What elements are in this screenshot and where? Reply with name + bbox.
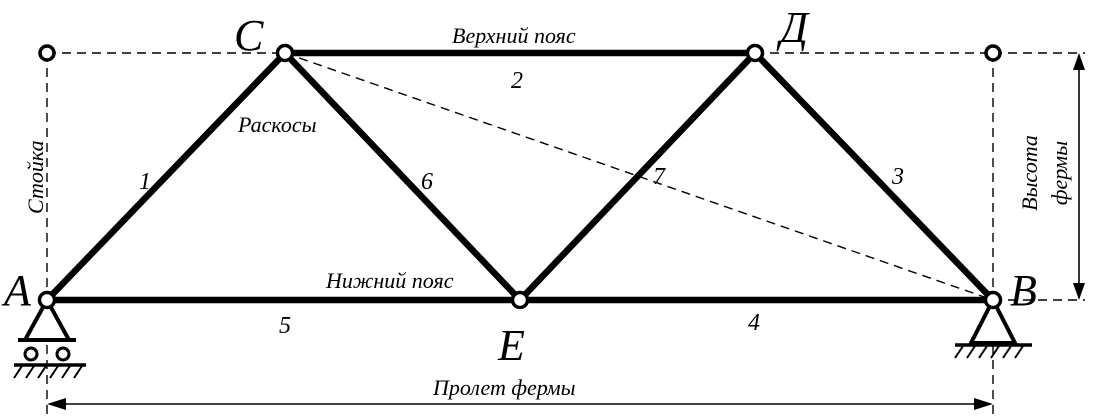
roller-left	[23, 346, 39, 362]
node-label-a: A	[1, 266, 32, 315]
support-b-triangle	[967, 295, 1019, 345]
support-b-hatch	[954, 345, 1024, 359]
label-diagonals: Раскосы	[237, 112, 317, 137]
span-arrow-left	[47, 398, 66, 410]
hinge-c	[275, 43, 295, 63]
node-label-e: E	[497, 321, 525, 370]
member-label-5: 5	[279, 313, 291, 339]
member-3	[751, 49, 997, 304]
member-label-3: 3	[891, 164, 904, 190]
support-a	[14, 295, 86, 367]
member-label-1: 1	[139, 169, 151, 195]
hinge-top-left-dashed	[38, 44, 56, 62]
hinge-d	[745, 43, 765, 63]
label-height-line2: фермы	[1047, 141, 1072, 205]
height-arrow-bottom	[1073, 283, 1085, 300]
hinges	[37, 43, 1003, 310]
support-a-hatch	[13, 365, 83, 379]
span-arrow-right	[974, 398, 993, 410]
label-span: Пролет фермы	[432, 375, 576, 400]
label-height-line1: Высота	[1017, 135, 1042, 211]
dashed-diagonal-cb	[284, 52, 994, 301]
span-dimension	[47, 398, 993, 410]
hinge-e	[510, 290, 530, 310]
member-label-6: 6	[421, 169, 433, 195]
node-label-d: Д	[776, 3, 810, 52]
hinge-b	[983, 290, 1003, 310]
label-post: Стойка	[23, 140, 48, 214]
member-7	[516, 49, 759, 304]
member-label-2: 2	[511, 68, 523, 94]
hinge-a	[37, 290, 57, 310]
member-1	[43, 49, 289, 304]
height-dimension	[1073, 53, 1085, 300]
member-6	[281, 49, 524, 304]
hinge-top-right-dashed	[984, 44, 1002, 62]
label-bottom-chord: Нижний пояс	[325, 268, 454, 293]
member-label-7: 7	[653, 164, 666, 190]
height-arrow-top	[1073, 53, 1085, 70]
support-b	[955, 295, 1032, 347]
node-label-b: B	[1010, 266, 1037, 315]
node-label-c: C	[234, 11, 264, 60]
label-top-chord: Верхний пояс	[452, 23, 576, 48]
member-label-4: 4	[748, 310, 760, 336]
roller-right	[55, 346, 71, 362]
